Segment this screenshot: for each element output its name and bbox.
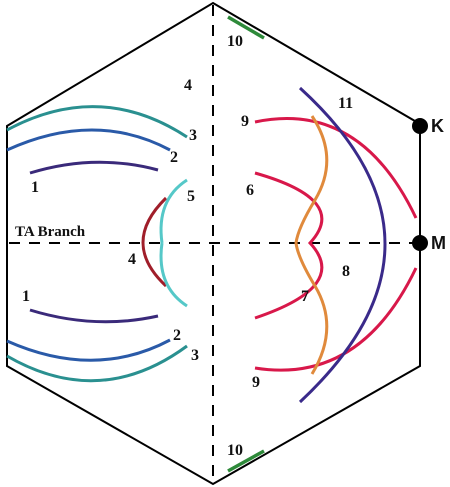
label-9-lower: 9 [252, 374, 260, 391]
label-4-upper: 4 [184, 77, 192, 94]
curve-3-lower [6, 344, 188, 383]
curve-2-upper [6, 128, 171, 152]
curve-4 [141, 196, 168, 288]
label-3-lower: 3 [191, 347, 199, 364]
label-10-lower: 10 [227, 442, 243, 459]
label-5: 5 [187, 188, 195, 205]
label-9-upper: 9 [241, 113, 249, 130]
label-7: 7 [301, 288, 309, 305]
curve-6-7 [254, 171, 324, 320]
curve-5-lower [159, 242, 188, 308]
point-k-label: K [431, 116, 444, 136]
point-m-marker [412, 235, 428, 251]
curve-9-upper [254, 117, 418, 219]
curve-9-lower [254, 267, 418, 372]
curve-3-upper [6, 105, 188, 139]
label-2-upper: 2 [170, 149, 178, 166]
curve-8 [294, 115, 329, 375]
curve-10-bottom [227, 449, 265, 473]
label-11: 11 [338, 95, 353, 112]
label-4-lower: 4 [128, 251, 136, 268]
label-1-lower: 1 [22, 288, 30, 305]
label-6: 6 [246, 182, 254, 199]
label-1-upper: 1 [31, 179, 39, 196]
label-8: 8 [342, 263, 350, 280]
label-3-upper: 3 [189, 127, 197, 144]
curve-5-upper [159, 178, 188, 244]
curve-1-lower [29, 308, 159, 324]
curve-11 [298, 86, 387, 404]
point-k-marker [412, 118, 428, 134]
curve-10-top [227, 15, 265, 40]
curve-2-lower [6, 338, 171, 362]
label-10-upper: 10 [227, 33, 243, 50]
curve-1-upper [29, 160, 159, 175]
point-m-label: M [431, 233, 446, 253]
label-2-lower: 2 [173, 327, 181, 344]
branch-label: TA Branch [15, 224, 86, 240]
